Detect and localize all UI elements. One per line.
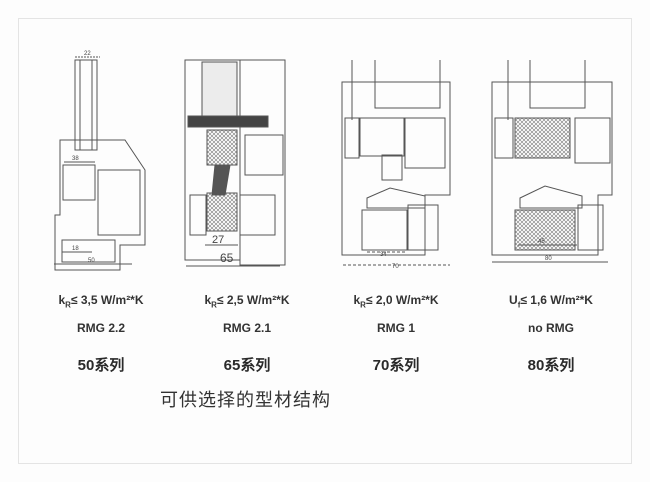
svg-text:34: 34 xyxy=(380,252,387,258)
rmg-65: RMG 2.1 xyxy=(222,321,271,335)
thermal-value-65: kR≤ 2,5 W/m²*K xyxy=(172,293,322,309)
k-value: ≤ 2,0 W/m²*K xyxy=(365,293,439,307)
rmg-70: RMG 1 xyxy=(376,321,415,335)
k-sub: R xyxy=(360,300,366,310)
thermal-value-70: kR≤ 2,0 W/m²*K xyxy=(321,293,471,309)
series-50: 50系列 xyxy=(77,357,125,374)
profile-50-drawing: 22 38 18 50 xyxy=(54,51,146,271)
k-symbol: k xyxy=(58,293,66,307)
k-value: ≤ 2,5 W/m²*K xyxy=(216,293,290,307)
svg-text:27: 27 xyxy=(212,234,224,246)
series-65: 65系列 xyxy=(223,357,271,374)
series-70: 70系列 xyxy=(372,357,420,374)
svg-text:22: 22 xyxy=(84,51,91,57)
k-value: ≤ 1,6 W/m²*K xyxy=(520,293,593,307)
profile-70-drawing: 34 70 xyxy=(341,60,451,270)
svg-text:70: 70 xyxy=(392,264,399,270)
thermal-value-80: Uf≤ 1,6 W/m²*K xyxy=(476,293,626,309)
svg-text:80: 80 xyxy=(545,256,552,262)
svg-text:38: 38 xyxy=(72,156,79,162)
k-symbol: k xyxy=(204,293,212,307)
thermal-value-50: kR≤ 3,5 W/m²*K xyxy=(26,293,176,309)
k-sub: f xyxy=(517,300,521,310)
k-value: ≤ 3,5 W/m²*K xyxy=(70,293,144,307)
k-sub: R xyxy=(211,300,217,310)
caption: 可供选择的型材结构 xyxy=(160,390,331,411)
svg-text:18: 18 xyxy=(72,246,79,252)
svg-text:50: 50 xyxy=(88,258,95,264)
k-sub: R xyxy=(65,300,71,310)
rmg-50: RMG 2.2 xyxy=(76,321,125,335)
k-symbol: U xyxy=(509,293,518,307)
svg-text:65: 65 xyxy=(220,251,234,265)
svg-text:45: 45 xyxy=(538,239,545,245)
profile-65-drawing: 27 65 xyxy=(184,59,286,267)
rmg-80: no RMG xyxy=(528,321,574,335)
profile-80-drawing: 45 80 xyxy=(491,60,613,263)
series-80: 80系列 xyxy=(527,357,575,374)
k-symbol: k xyxy=(353,293,361,307)
